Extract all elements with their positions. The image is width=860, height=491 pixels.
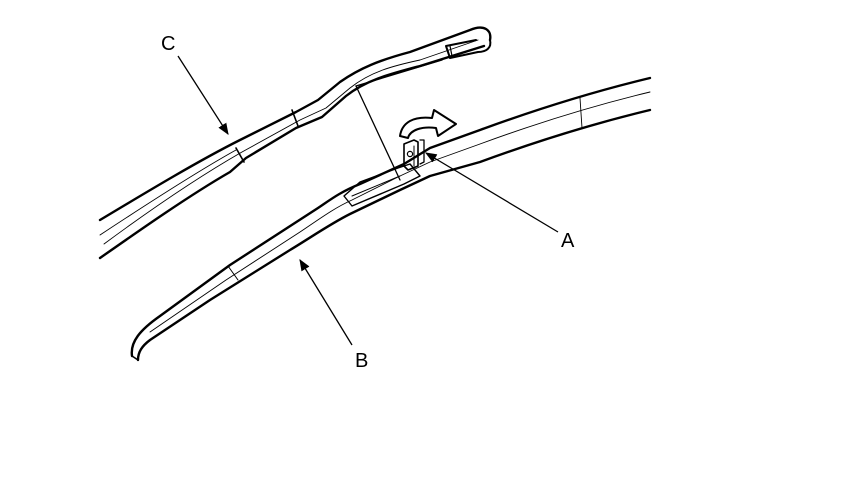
rotate-direction-arrow-icon [399, 109, 457, 139]
wiper-blade [130, 76, 652, 362]
callout-label-c: C [161, 33, 175, 55]
wiper-arm [98, 26, 492, 260]
leader-line-a [424, 152, 559, 233]
leader-line-b [299, 259, 353, 346]
callout-label-a: A [561, 230, 575, 252]
callout-label-b: B [355, 350, 368, 372]
release-clip [403, 139, 425, 171]
leader-line-c [177, 55, 229, 135]
